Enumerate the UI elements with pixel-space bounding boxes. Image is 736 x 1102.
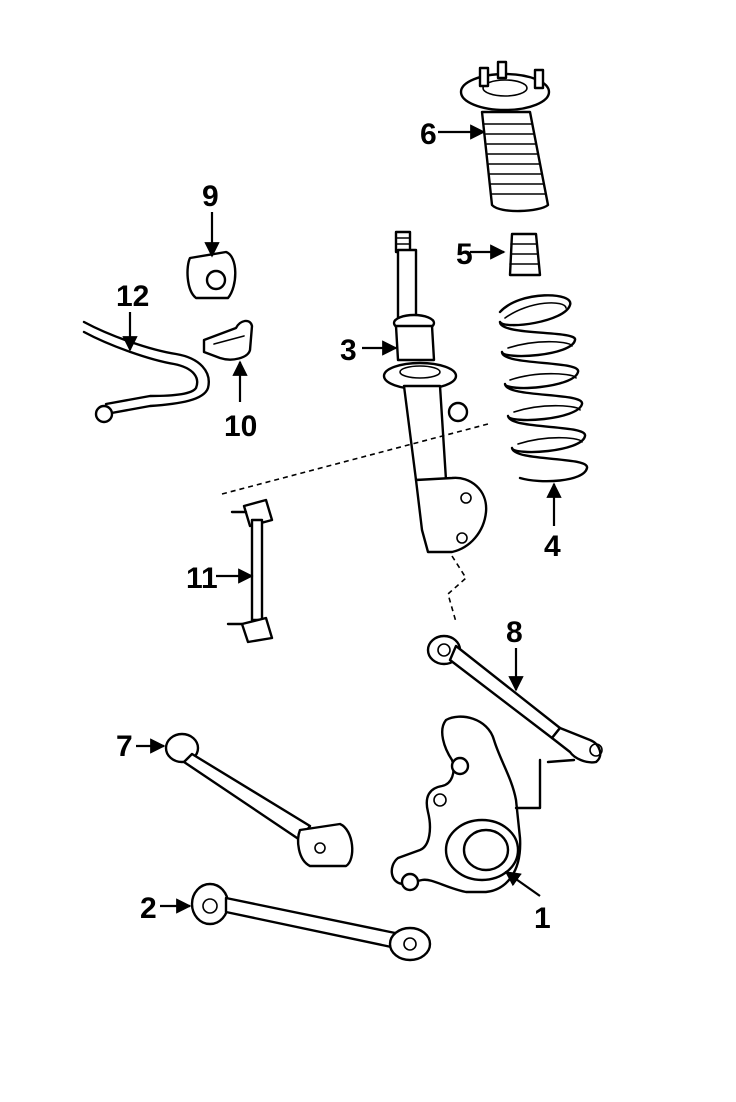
part-2-trailing-arm bbox=[190, 882, 432, 962]
callout-7: 7 bbox=[116, 730, 133, 763]
part-1-knuckle bbox=[390, 715, 542, 894]
callout-8: 8 bbox=[506, 616, 523, 649]
part-9-bushing bbox=[186, 250, 237, 300]
part-3-strut bbox=[382, 230, 488, 554]
part-4-coil-spring bbox=[498, 294, 589, 483]
part-10-bracket bbox=[202, 319, 254, 361]
callout-4: 4 bbox=[544, 530, 561, 563]
callout-1: 1 bbox=[534, 902, 551, 935]
part-5-bump-stop bbox=[508, 232, 542, 277]
callout-11: 11 bbox=[186, 562, 218, 595]
part-6-strut-mount bbox=[459, 60, 551, 213]
callout-10: 10 bbox=[224, 410, 257, 443]
callout-9: 9 bbox=[202, 180, 219, 213]
part-7-lower-arm bbox=[164, 732, 354, 868]
part-11-stabilizer-link bbox=[226, 498, 274, 644]
callout-3: 3 bbox=[340, 334, 357, 367]
alignment-line-link-strut bbox=[221, 423, 489, 495]
alignment-line-strut-knuckle bbox=[447, 555, 468, 623]
callout-2: 2 bbox=[140, 892, 157, 925]
callout-12: 12 bbox=[116, 280, 149, 313]
callout-5: 5 bbox=[456, 238, 473, 271]
callout-6: 6 bbox=[420, 118, 437, 151]
part-8-control-arm bbox=[426, 634, 603, 764]
part-12-stabilizer-bar bbox=[82, 320, 210, 424]
callout-leaders bbox=[122, 124, 562, 914]
